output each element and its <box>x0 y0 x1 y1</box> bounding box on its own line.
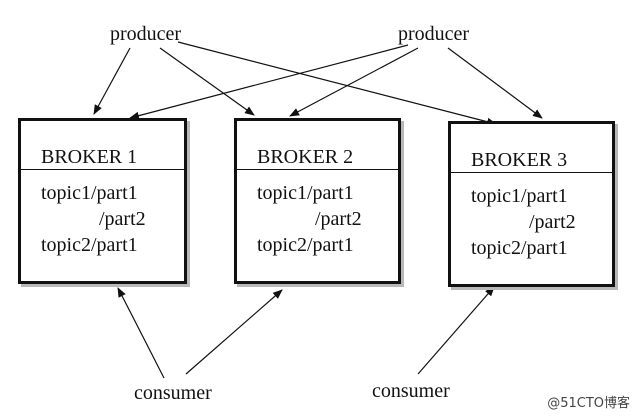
arrow-producer1-to-broker2 <box>159 47 255 116</box>
consumer-left: consumer <box>134 382 212 404</box>
broker-partition: /part2 <box>529 211 576 233</box>
arrow-producer1-to-broker1 <box>93 47 131 115</box>
producer-right: producer <box>398 23 470 45</box>
arrow-producer2-to-broker2 <box>289 47 419 117</box>
arrow-producer2-to-broker1 <box>129 44 409 120</box>
broker-title: BROKER 2 <box>257 146 354 168</box>
broker-partition: /part2 <box>99 208 146 230</box>
broker-partition: topic2/part1 <box>471 237 568 259</box>
watermark: @51CTO博客 <box>547 396 630 411</box>
broker-title: BROKER 1 <box>41 146 138 168</box>
consumer-right: consumer <box>372 380 450 402</box>
broker-divider <box>21 169 184 170</box>
broker-partition: topic1/part1 <box>471 185 568 207</box>
arrow-consumer1-to-broker1 <box>117 287 165 379</box>
broker-title: BROKER 3 <box>471 149 568 171</box>
broker-partition: topic2/part1 <box>257 234 354 256</box>
arrow-consumer2-to-broker3 <box>417 286 495 375</box>
broker-divider <box>451 172 612 173</box>
broker-divider <box>237 169 398 170</box>
broker-partition: topic1/part1 <box>41 182 138 204</box>
arrow-consumer1-to-broker2 <box>185 289 283 375</box>
arrow-producer2-to-broker3 <box>447 47 543 119</box>
broker-partition: /part2 <box>315 208 362 230</box>
broker-2: BROKER 2 topic1/part1 /part2 topic2/part… <box>234 118 401 284</box>
broker-partition: topic2/part1 <box>41 234 138 256</box>
arrow-producer1-to-broker3 <box>177 41 497 126</box>
broker-partition: topic1/part1 <box>257 182 354 204</box>
producer-left: producer <box>110 23 182 45</box>
broker-1: BROKER 1 topic1/part1 /part2 topic2/part… <box>18 118 187 284</box>
broker-3: BROKER 3 topic1/part1 /part2 topic2/part… <box>448 121 615 287</box>
